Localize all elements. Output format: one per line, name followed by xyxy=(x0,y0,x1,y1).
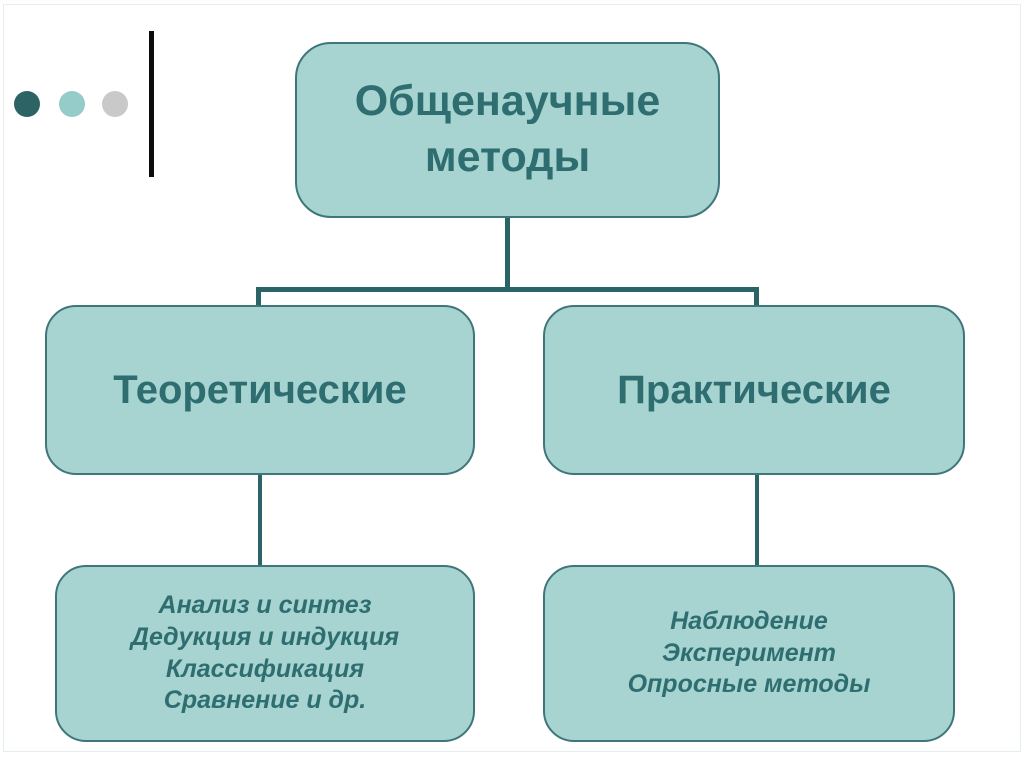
branch-node-practical: Практические xyxy=(543,305,965,475)
bullet-dot-light-teal xyxy=(59,91,85,117)
connector-root-stem xyxy=(505,217,510,290)
connector-drop-practical xyxy=(754,290,759,307)
branch-node-label: Теоретические xyxy=(113,367,407,412)
method-line: Классификация xyxy=(165,654,365,683)
root-node-label: Общенаучные методы xyxy=(354,77,661,181)
method-line: Сравнение и др. xyxy=(163,686,367,715)
bullet-dot-dark-teal xyxy=(14,91,40,117)
leaf-node-practical-methods: Наблюдение Эксперимент Опросные методы xyxy=(543,565,955,742)
vertical-divider-bar xyxy=(149,31,154,177)
method-line: Наблюдение xyxy=(670,606,828,635)
method-line: Анализ и синтез xyxy=(158,591,372,619)
connector-drop-theoretical xyxy=(256,290,261,307)
connector-practical-methods xyxy=(755,474,759,567)
root-node-general-scientific-methods: Общенаучные методы xyxy=(295,42,720,218)
method-line: Дедукция и индукция xyxy=(130,622,400,651)
connector-horizontal-bar xyxy=(256,287,759,292)
branch-node-theoretical: Теоретические xyxy=(45,305,475,475)
connector-theoretical-methods xyxy=(258,474,262,567)
branch-node-label: Практические xyxy=(617,367,891,412)
bullet-dot-gray xyxy=(102,91,128,117)
method-line: Эксперимент xyxy=(662,638,836,667)
method-line: Опросные методы xyxy=(627,670,871,699)
leaf-node-theoretical-methods: Анализ и синтез Дедукция и индукция Клас… xyxy=(55,565,475,742)
